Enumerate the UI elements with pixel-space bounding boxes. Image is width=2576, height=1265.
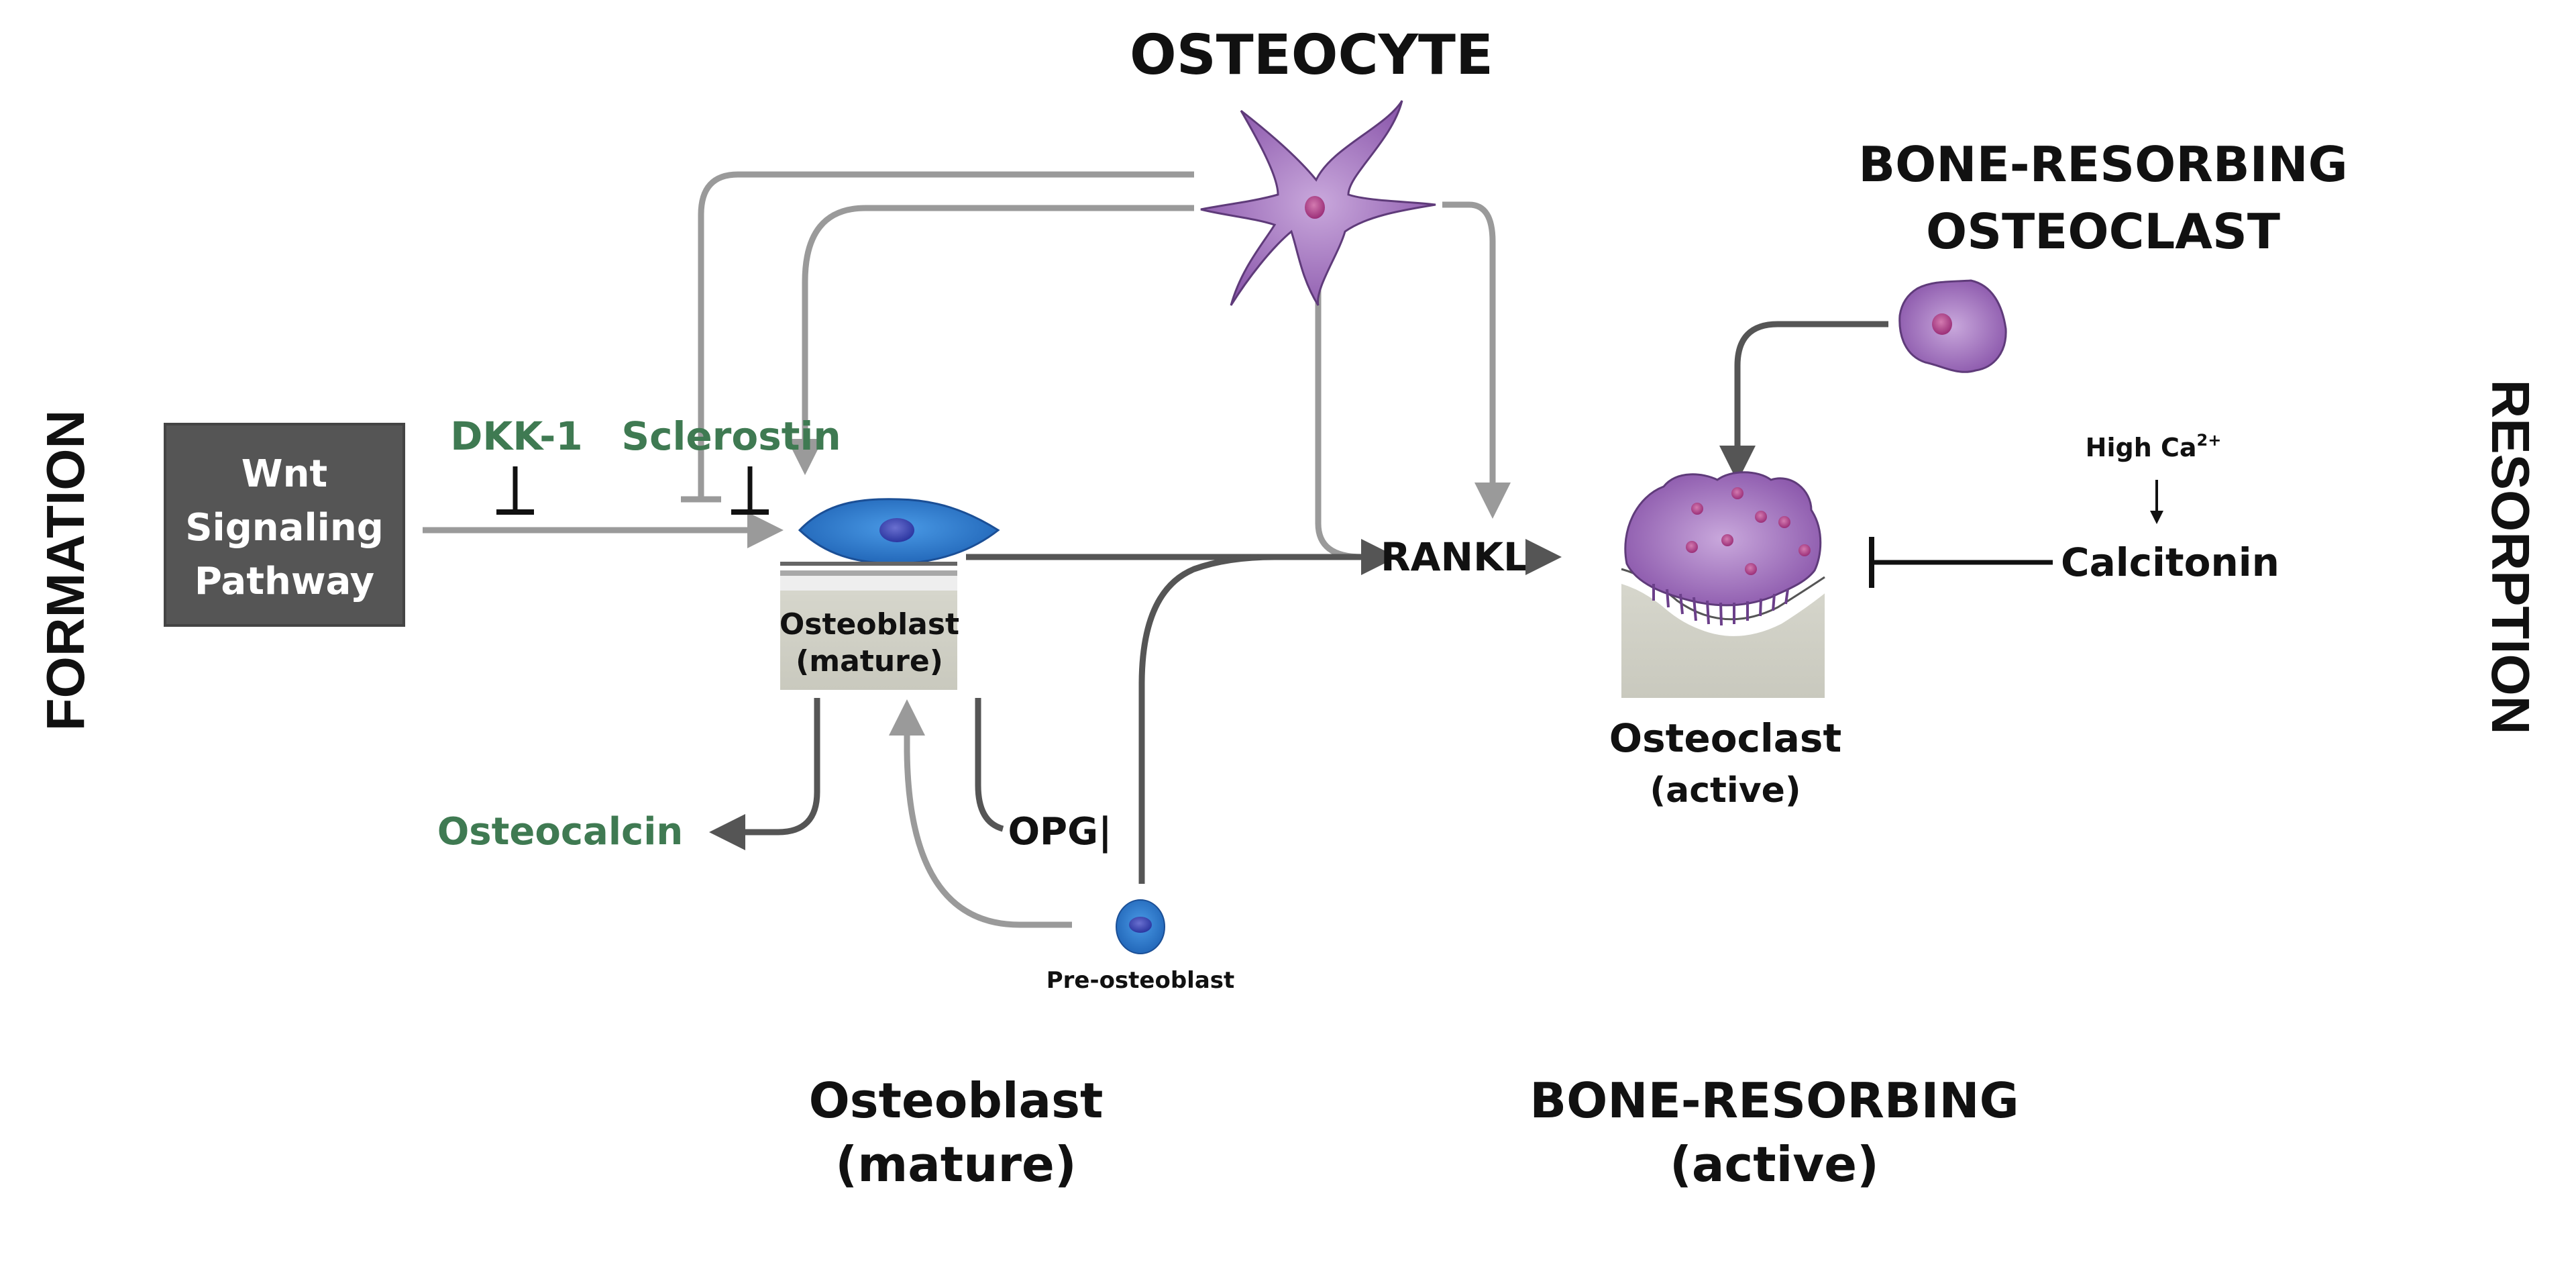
calcitonin-label: Calcitonin [2061, 540, 2279, 585]
opg-label: OPG| [1008, 810, 1112, 854]
osteoclast-label-line1: Osteoclast [1609, 715, 1841, 761]
pre-osteoblast-to-rankl-line [1138, 554, 1275, 884]
sclerostin-label: Sclerostin [621, 413, 841, 459]
wnt-box-line2: Signaling [185, 506, 384, 550]
osteocyte-to-rankl-arrow-left [1315, 285, 1368, 560]
bottom-osteoblast-label-line1: Osteoblast [809, 1072, 1104, 1129]
pre-osteoblast-label: Pre-osteoblast [1046, 967, 1235, 994]
osteoblast-to-osteocalcin-arrow [709, 698, 820, 850]
bone-resorbing-osteoclast-title-line1: BONE-RESORBING [1858, 136, 2348, 193]
osteocyte-cell-icon [1200, 100, 1436, 306]
bottom-osteoblast-label-line2: (mature) [835, 1136, 1076, 1193]
osteoblast-box-line1: Osteoblast [780, 607, 959, 642]
dkk1-inhibit-icon [496, 466, 534, 515]
osteocyte-to-sclerostin-inhibit-line [698, 171, 1194, 497]
osteoblast-bone-block [780, 562, 957, 690]
pre-osteoblast-cell-icon [1116, 899, 1165, 954]
rankl-label: RANKL [1381, 534, 1528, 580]
wnt-signaling-box [164, 423, 405, 627]
bone-resorbing-osteoclast-cell-icon [1898, 279, 2007, 373]
osteocyte-to-rankl-arrow-right [1442, 201, 1511, 519]
osteoclast-label-line2: (active) [1650, 770, 1801, 811]
wnt-box-line1: Wnt [241, 452, 327, 496]
osteocyte-to-osteoblast-arrow [787, 205, 1194, 475]
osteocyte-title: OSTEOCYTE [1130, 23, 1493, 87]
osteoblast-to-opg-line [975, 698, 1004, 832]
osteocyte-nucleus-icon [1305, 196, 1325, 219]
osteoblast-box-line2: (mature) [796, 644, 943, 678]
wnt-box-line3: Pathway [195, 560, 374, 603]
dkk1-label: DKK-1 [450, 413, 582, 459]
pre-osteoblast-to-osteoblast-arrow [889, 699, 1072, 928]
resorbing-osteoclast-to-active-arrow [1719, 321, 1888, 482]
high-ca-superscript: 2+ [2197, 431, 2222, 450]
high-ca-text: High Ca [2086, 433, 2197, 462]
bottom-bone-resorbing-label-line2: (active) [1670, 1136, 1879, 1193]
bone-resorbing-osteoclast-title-line2: OSTEOCLAST [1926, 203, 2280, 260]
mature-osteoblast-cell-icon [798, 498, 1000, 565]
osteocalcin-label: Osteocalcin [437, 810, 684, 854]
resorption-side-label: RESORPTION [2481, 380, 2540, 735]
formation-side-label: FORMATION [36, 410, 95, 731]
sclerostin-inhibit-icon [731, 466, 769, 515]
bottom-bone-resorbing-label-line1: BONE-RESORBING [1529, 1072, 2019, 1129]
active-osteoclast-cell-icon [1619, 471, 1830, 698]
high-ca-label: High Ca2+ [2086, 431, 2222, 462]
